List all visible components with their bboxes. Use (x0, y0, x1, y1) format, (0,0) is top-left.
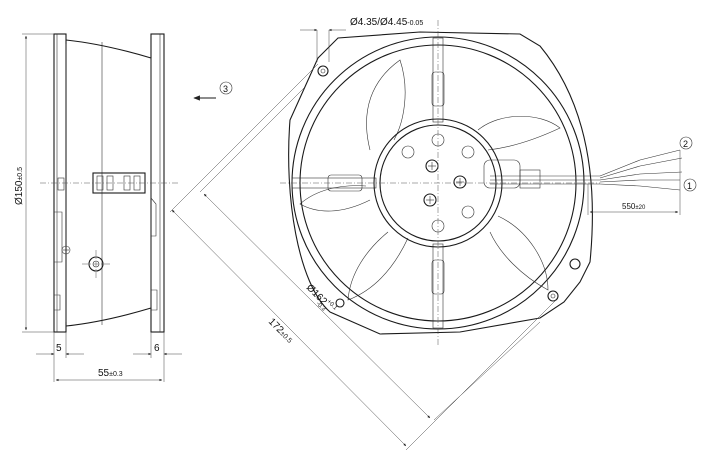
callout-3-label: 3 (223, 84, 228, 94)
blade-1 (366, 59, 406, 151)
width-dimension-label: 55±0.3 (98, 368, 123, 379)
hole-dimension-label: Ø4.35/Ø4.45-0.05 (350, 17, 423, 28)
left-flange-dimension: 5 (56, 343, 62, 354)
callout-3-circle (219, 81, 233, 95)
callout-2-label: 2 (683, 139, 688, 149)
cable-clamp (519, 169, 541, 189)
airflow-direction-arrow: 3 (193, 81, 233, 101)
blade-2 (477, 115, 561, 151)
strut-clip-left (327, 174, 363, 192)
diag-outer-dimension-label: 172±0.5 (266, 316, 295, 345)
height-dimension-label: Ø150±0.5 (14, 167, 25, 205)
mount-hole-right (569, 258, 581, 270)
hub-screw-1 (425, 159, 439, 173)
callout-1-circle (683, 178, 697, 192)
blade-4 (347, 231, 409, 301)
lead-wires: 2 1 550±20 (587, 136, 697, 215)
hub-screw-3 (423, 193, 437, 207)
hub-screw-2 (453, 175, 467, 189)
side-view: Ø150±0.5 5 6 55±0.3 (14, 33, 182, 382)
blade-5 (299, 185, 371, 212)
blade-3 (489, 215, 549, 291)
callout-1-label: 1 (687, 181, 692, 191)
side-screw (88, 256, 104, 272)
callout-2-circle (679, 136, 693, 150)
right-flange-dimension: 6 (154, 343, 160, 354)
body-bottom-curve (65, 307, 152, 327)
front-view (280, 20, 600, 345)
lead-length-label: 550±20 (622, 202, 646, 211)
mount-hole-bottom-right (547, 290, 559, 302)
mount-hole-top-left (317, 65, 329, 77)
diag-inner-dimension-line (203, 193, 431, 419)
hole-dimension: Ø4.35/Ø4.45-0.05 (300, 17, 423, 62)
body-top-curve (65, 39, 152, 59)
diag-outer-dimension-line (171, 209, 407, 447)
diagonal-dimensions: 172±0.5 Ø162+0.1-0.3 (169, 63, 557, 451)
